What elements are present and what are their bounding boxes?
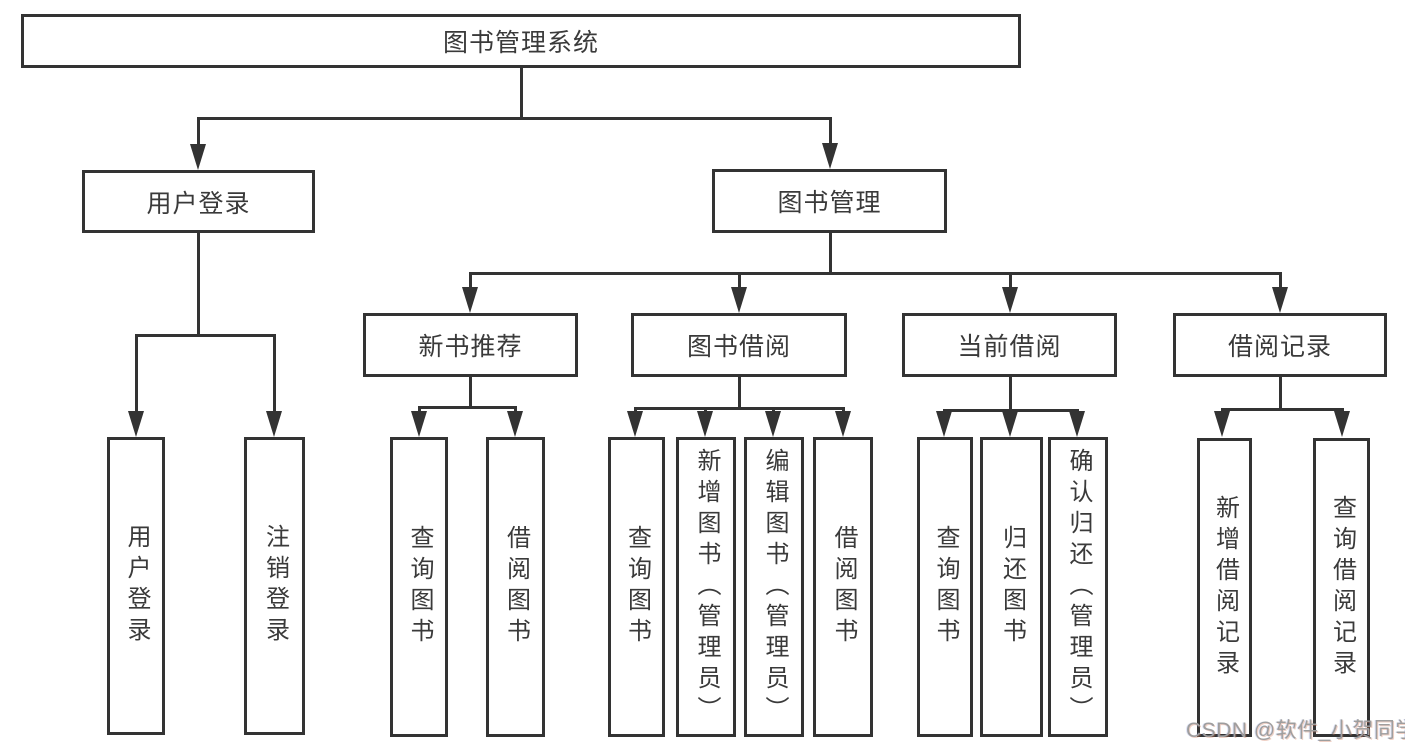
node-label: 用户登录 bbox=[146, 189, 251, 218]
leaf-add-borrow-record: 新增借阅记录 bbox=[1197, 438, 1252, 737]
node-book-borrowing: 图书借阅 bbox=[631, 313, 847, 377]
node-label: 用户登录 bbox=[123, 524, 150, 648]
arrowhead-down-icon bbox=[128, 411, 144, 437]
node-borrowing-records: 借阅记录 bbox=[1173, 313, 1387, 377]
node-label: 图书管理 bbox=[777, 189, 882, 217]
arrowhead-down-icon bbox=[835, 411, 851, 437]
arrowhead-down-icon bbox=[266, 411, 282, 437]
leaf-add-books-admin: 新增图书（管理员） bbox=[676, 437, 736, 737]
connector-line bbox=[737, 377, 741, 408]
arrowhead-down-icon bbox=[936, 411, 952, 437]
node-new-book-recommendation: 新书推荐 bbox=[363, 313, 578, 377]
connector-line bbox=[468, 377, 472, 407]
connector-line bbox=[196, 118, 200, 150]
arrowhead-down-icon bbox=[1214, 411, 1230, 437]
connector-line bbox=[1278, 273, 1282, 292]
connector-line bbox=[468, 271, 1282, 275]
leaf-confirm-return-admin: 确认归还（管理员） bbox=[1048, 437, 1108, 737]
connector-line bbox=[519, 68, 523, 118]
leaf-logout: 注销登录 bbox=[244, 437, 305, 735]
node-label: 注销登录 bbox=[261, 524, 289, 648]
arrowhead-down-icon bbox=[1002, 287, 1018, 313]
node-label: 借阅图书 bbox=[502, 525, 530, 649]
connector-line bbox=[272, 335, 276, 415]
connector-line bbox=[468, 273, 472, 292]
node-label: 编辑图书（管理员） bbox=[761, 447, 788, 727]
node-label: 图书借阅 bbox=[686, 333, 791, 361]
node-label: 查询图书 bbox=[406, 525, 433, 649]
arrowhead-down-icon bbox=[822, 143, 838, 169]
leaf-query-books-borrow: 查询图书 bbox=[608, 437, 665, 737]
connector-line bbox=[737, 273, 741, 292]
connector-line bbox=[417, 405, 517, 409]
arrowhead-down-icon bbox=[462, 287, 478, 313]
connector-line bbox=[134, 335, 138, 415]
node-label: 新书推荐 bbox=[418, 333, 523, 361]
arrowhead-down-icon bbox=[765, 411, 781, 437]
leaf-return-books: 归还图书 bbox=[980, 437, 1043, 737]
connector-line bbox=[196, 233, 200, 335]
leaf-borrow-books-rec: 借阅图书 bbox=[486, 437, 545, 737]
node-label: 借阅图书 bbox=[830, 525, 857, 649]
connector-line bbox=[942, 408, 1079, 412]
connector-line bbox=[134, 333, 276, 337]
node-label: 新增图书（管理员） bbox=[693, 447, 720, 727]
node-label: 新增借阅记录 bbox=[1211, 494, 1239, 681]
arrowhead-down-icon bbox=[1272, 287, 1288, 313]
connector-line bbox=[633, 406, 845, 410]
node-label: 图书管理系统 bbox=[442, 29, 599, 57]
connector-line bbox=[1278, 377, 1282, 409]
arrowhead-down-icon bbox=[1069, 411, 1085, 437]
leaf-query-borrow-record: 查询借阅记录 bbox=[1313, 438, 1370, 737]
node-current-borrowing: 当前借阅 bbox=[902, 313, 1117, 377]
node-label: 确认归还（管理员） bbox=[1065, 447, 1092, 727]
leaf-query-books-current: 查询图书 bbox=[917, 437, 973, 737]
connector-line bbox=[513, 407, 517, 414]
arrowhead-down-icon bbox=[190, 144, 206, 170]
connector-line bbox=[196, 116, 832, 120]
connector-line bbox=[1008, 377, 1012, 410]
connector-line bbox=[417, 407, 421, 414]
csdn-watermark: CSDN @软件_小贺同学 bbox=[1186, 719, 1405, 742]
arrowhead-down-icon bbox=[731, 287, 747, 313]
connector-line bbox=[828, 233, 832, 273]
leaf-borrow-books: 借阅图书 bbox=[813, 437, 873, 737]
connector-line bbox=[828, 118, 832, 148]
connector-line bbox=[1008, 273, 1012, 292]
node-label: 查询借阅记录 bbox=[1328, 494, 1356, 681]
node-label: 归还图书 bbox=[998, 525, 1026, 649]
leaf-user-login: 用户登录 bbox=[107, 437, 165, 735]
node-label: 当前借阅 bbox=[957, 333, 1062, 361]
node-book-management: 图书管理 bbox=[712, 169, 947, 233]
leaf-query-books-rec: 查询图书 bbox=[390, 437, 448, 737]
node-label: 查询图书 bbox=[932, 525, 959, 649]
arrowhead-down-icon bbox=[697, 411, 713, 437]
arrowhead-down-icon bbox=[1002, 411, 1018, 437]
arrowhead-down-icon bbox=[507, 411, 523, 437]
node-label: 查询图书 bbox=[623, 525, 651, 649]
node-label: 借阅记录 bbox=[1227, 333, 1332, 361]
node-user-login: 用户登录 bbox=[82, 170, 315, 233]
connector-line bbox=[1220, 407, 1344, 411]
leaf-edit-books-admin: 编辑图书（管理员） bbox=[744, 437, 804, 737]
node-library-management-system: 图书管理系统 bbox=[21, 14, 1021, 68]
arrowhead-down-icon bbox=[1334, 411, 1350, 437]
arrowhead-down-icon bbox=[627, 411, 643, 437]
arrowhead-down-icon bbox=[411, 411, 427, 437]
